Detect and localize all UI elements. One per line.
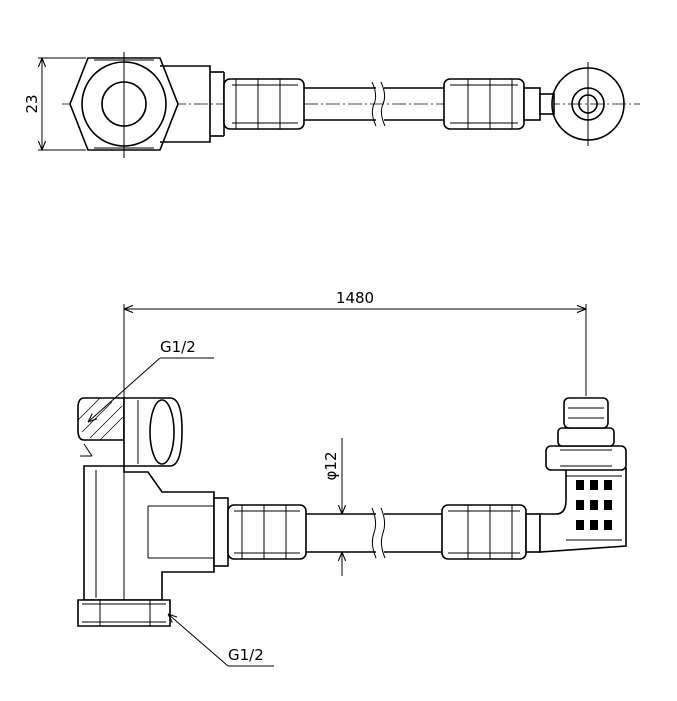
side-view: 1480: [77, 289, 627, 667]
bottom-thread: [77, 599, 171, 627]
nut-section: [77, 397, 125, 441]
thread-label-top: G1/2: [160, 338, 196, 356]
top-view: 23: [23, 52, 640, 158]
elbow-body: [160, 65, 211, 143]
tee-body: [83, 465, 215, 601]
left-hose-sleeve-side: [213, 497, 307, 567]
break-mark-right: [380, 81, 386, 127]
length-dimension-label: 1480: [336, 289, 374, 307]
height-dimension-label: 23: [23, 94, 41, 113]
thread-callout-top: G1/2: [88, 338, 214, 422]
right-hose-sleeve-top: [443, 78, 525, 130]
right-elbow-connector: [539, 397, 627, 553]
thread-callout-bottom: G1/2: [168, 614, 274, 667]
right-hose-sleeve-side: [441, 504, 541, 560]
left-fitting: [77, 397, 215, 627]
diameter-dimension-label: φ12: [322, 452, 340, 481]
break-mark-left: [371, 81, 377, 127]
left-hose-sleeve-top: [223, 78, 305, 130]
thread-label-bottom: G1/2: [228, 646, 264, 664]
